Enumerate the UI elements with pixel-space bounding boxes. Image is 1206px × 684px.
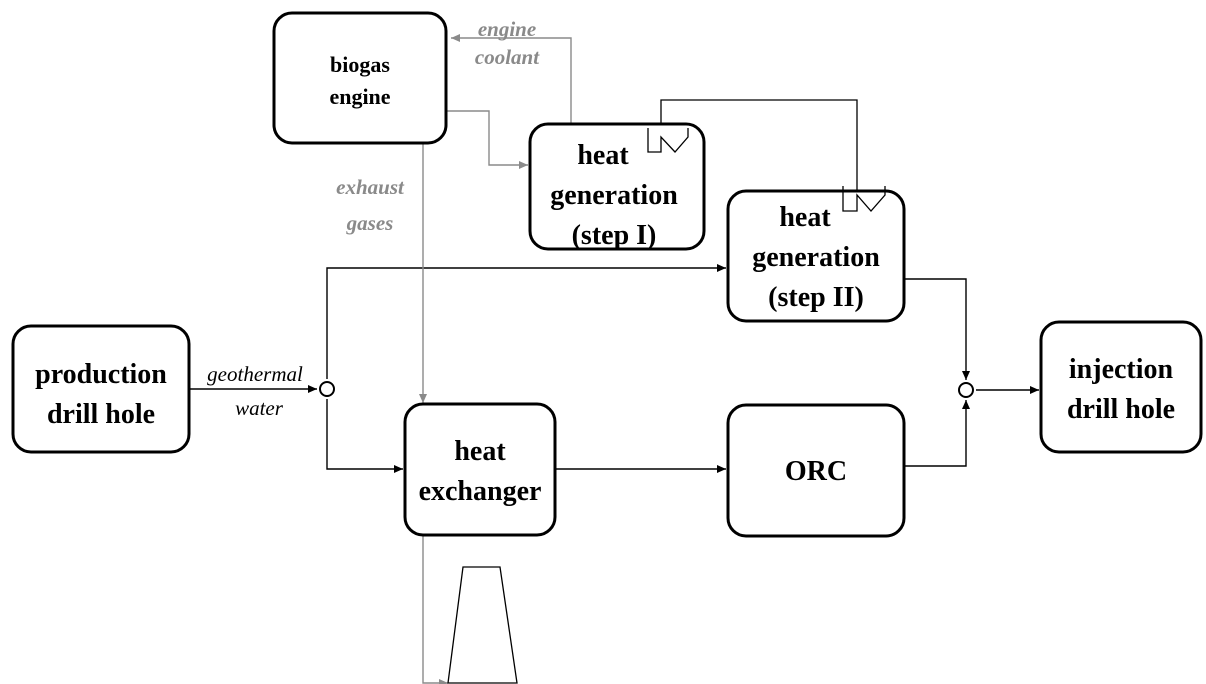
- chimney-icon: [447, 566, 518, 684]
- exhaust-gases-label-line2: gases: [346, 211, 394, 235]
- heat-generation-step-1-label-line3: (step I): [572, 220, 657, 251]
- heat-exchanger-box: heat exchanger: [403, 402, 557, 537]
- production-drill-hole-label-line2: drill hole: [47, 399, 155, 430]
- geothermal-water-label-line1: geothermal: [207, 362, 303, 386]
- heat-generation-step-2-box: heat generation (step II): [726, 189, 906, 323]
- junction-node-right: [958, 382, 974, 398]
- exhaust-gases-label-line1: exhaust: [336, 175, 405, 199]
- orc-label: ORC: [785, 456, 847, 487]
- production-drill-hole-box: production drill hole: [11, 324, 191, 454]
- flow-to-heat-generation-step-2: [326, 264, 726, 379]
- heat-exchanger-label-line2: exchanger: [419, 476, 542, 507]
- heat-generation-step-2-label-line2: generation: [752, 242, 880, 273]
- heat-generation-step-2-label-line3: (step II): [768, 282, 864, 313]
- flow-heat-gen-2-to-junction: [903, 278, 970, 380]
- biogas-engine-label-line2: engine: [329, 84, 390, 109]
- flow-orc-to-junction: [903, 400, 970, 467]
- heater-tank-symbol-1: [647, 128, 689, 153]
- heat-generation-step-1-label-line2: generation: [550, 180, 678, 211]
- heater-tank-symbol-2: [842, 186, 886, 212]
- heat-exchanger-label-line1: heat: [454, 436, 506, 467]
- production-drill-hole-label-line1: production: [35, 359, 167, 390]
- injection-drill-hole-label-line2: drill hole: [1067, 394, 1175, 425]
- orc-box: ORC: [726, 403, 906, 538]
- biogas-engine-label-line1: biogas: [330, 52, 390, 77]
- injection-drill-hole-box: injection drill hole: [1039, 320, 1203, 454]
- engine-coolant-label-line1: engine: [478, 17, 536, 41]
- heat-generation-step-2-label-line1: heat: [779, 202, 831, 233]
- junction-node-left: [319, 381, 335, 397]
- engine-coolant-line: [451, 34, 572, 124]
- geothermal-water-label-line2: water: [235, 396, 284, 420]
- heat-generation-step-1-label-line1: heat: [577, 140, 629, 171]
- biogas-engine-box: biogas engine: [272, 11, 448, 145]
- heat-generation-step-1-box: heat generation (step I): [528, 122, 706, 251]
- flow-to-heat-exchanger: [326, 399, 403, 473]
- injection-drill-hole-label-line1: injection: [1069, 354, 1174, 385]
- exhaust-to-chimney-line: [422, 535, 448, 684]
- engine-coolant-label-line2: coolant: [475, 45, 540, 69]
- engine-to-heat-generation-line: [446, 110, 528, 169]
